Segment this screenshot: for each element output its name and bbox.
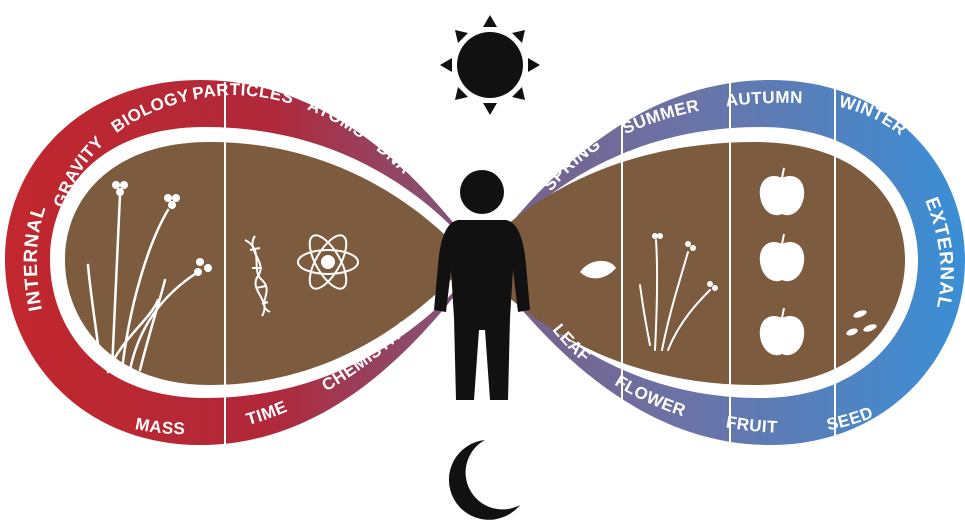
apple-icon <box>760 168 804 355</box>
sun-icon <box>440 15 540 115</box>
person-icon <box>434 170 530 400</box>
moon-icon <box>449 440 520 520</box>
